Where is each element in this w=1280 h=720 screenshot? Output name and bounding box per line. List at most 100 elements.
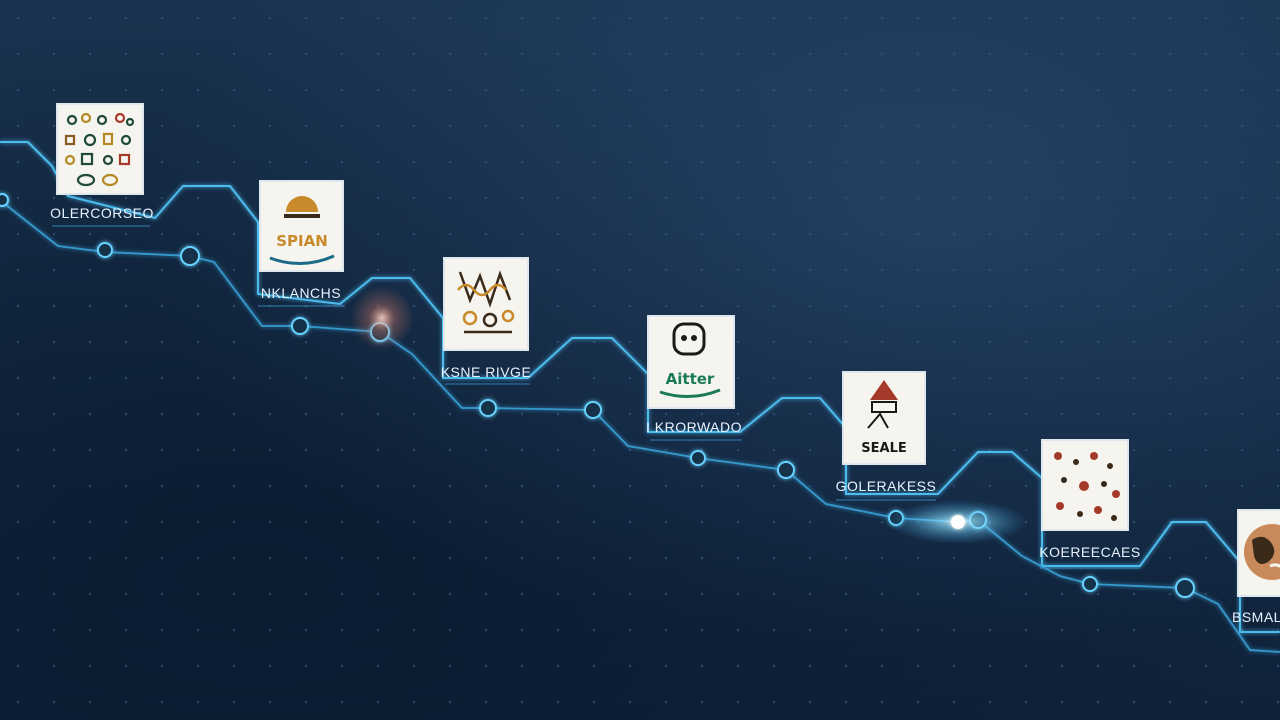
background-dot xyxy=(124,232,128,236)
background-dot xyxy=(1024,484,1028,488)
background-dot xyxy=(1060,556,1064,560)
background-dot xyxy=(160,700,164,704)
background-dot xyxy=(628,124,632,128)
background-dot xyxy=(376,232,380,236)
background-dot xyxy=(448,412,452,416)
background-dot xyxy=(1060,196,1064,200)
milestone-card-4: Aitter I KRORWADO xyxy=(646,315,742,435)
background-dot xyxy=(412,484,416,488)
background-dot xyxy=(88,52,92,56)
timeline-node xyxy=(690,450,706,466)
background-dot xyxy=(808,160,812,164)
background-dot xyxy=(628,52,632,56)
background-dot xyxy=(1132,16,1136,20)
background-dot xyxy=(196,376,200,380)
background-dot xyxy=(844,700,848,704)
background-dot xyxy=(664,628,668,632)
background-dot xyxy=(304,88,308,92)
background-dot xyxy=(484,700,488,704)
background-dot xyxy=(880,232,884,236)
background-dot xyxy=(124,592,128,596)
background-dot xyxy=(844,124,848,128)
background-dot xyxy=(1204,376,1208,380)
background-dot xyxy=(1132,664,1136,668)
background-dot xyxy=(628,340,632,344)
background-dot xyxy=(556,628,560,632)
background-dot xyxy=(1024,88,1028,92)
background-dot xyxy=(520,16,524,20)
background-dot xyxy=(880,700,884,704)
background-dot xyxy=(1024,412,1028,416)
background-dot xyxy=(592,88,596,92)
background-dot xyxy=(16,304,20,308)
background-dot xyxy=(664,592,668,596)
background-dot xyxy=(808,304,812,308)
background-dot xyxy=(1276,232,1280,236)
background-dot xyxy=(952,16,956,20)
background-dot xyxy=(808,340,812,344)
milestone-label: BSMAL xyxy=(1232,609,1280,625)
background-dot xyxy=(1132,628,1136,632)
background-dot xyxy=(1240,88,1244,92)
background-dot xyxy=(664,412,668,416)
background-dot xyxy=(340,664,344,668)
background-dot xyxy=(916,304,920,308)
background-dot xyxy=(196,556,200,560)
background-dot xyxy=(1204,628,1208,632)
background-dot xyxy=(1060,628,1064,632)
background-dot xyxy=(88,556,92,560)
background-dot xyxy=(952,340,956,344)
timeline-node xyxy=(1175,578,1195,598)
background-dot xyxy=(628,16,632,20)
background-dot xyxy=(124,700,128,704)
background-dot xyxy=(1060,52,1064,56)
background-dot xyxy=(556,448,560,452)
background-dot xyxy=(16,520,20,524)
background-dot xyxy=(1096,16,1100,20)
background-dot xyxy=(232,664,236,668)
background-dot xyxy=(412,592,416,596)
background-dot xyxy=(304,556,308,560)
background-dot xyxy=(448,196,452,200)
camp-logo-icon: SEALE xyxy=(861,380,907,456)
background-dot xyxy=(124,16,128,20)
background-dot xyxy=(988,484,992,488)
background-dot xyxy=(196,52,200,56)
background-dot xyxy=(880,16,884,20)
background-dot xyxy=(844,520,848,524)
background-dot xyxy=(1168,556,1172,560)
background-dot xyxy=(628,628,632,632)
background-dot xyxy=(1168,160,1172,164)
background-dot xyxy=(16,124,20,128)
background-dot xyxy=(772,520,776,524)
background-dot xyxy=(628,232,632,236)
background-dot xyxy=(304,520,308,524)
background-dot xyxy=(628,700,632,704)
background-dot xyxy=(16,232,20,236)
background-dot xyxy=(160,88,164,92)
background-dot xyxy=(232,700,236,704)
background-dot xyxy=(988,376,992,380)
background-dot xyxy=(340,160,344,164)
background-dot xyxy=(484,520,488,524)
background-dot xyxy=(88,304,92,308)
background-dot xyxy=(1132,520,1136,524)
background-dot xyxy=(1276,88,1280,92)
background-dot xyxy=(196,484,200,488)
background-dot xyxy=(160,484,164,488)
background-dot xyxy=(124,664,128,668)
background-dot xyxy=(880,124,884,128)
background-dot xyxy=(772,448,776,452)
background-dot xyxy=(304,412,308,416)
background-dot xyxy=(556,268,560,272)
background-dot xyxy=(916,556,920,560)
background-dot xyxy=(988,268,992,272)
background-dot xyxy=(412,124,416,128)
leaf-pattern-icon xyxy=(457,270,515,334)
background-dot xyxy=(304,160,308,164)
background-dot xyxy=(52,484,56,488)
background-dot xyxy=(448,520,452,524)
background-dot xyxy=(448,700,452,704)
background-dot xyxy=(556,16,560,20)
background-dot xyxy=(916,628,920,632)
